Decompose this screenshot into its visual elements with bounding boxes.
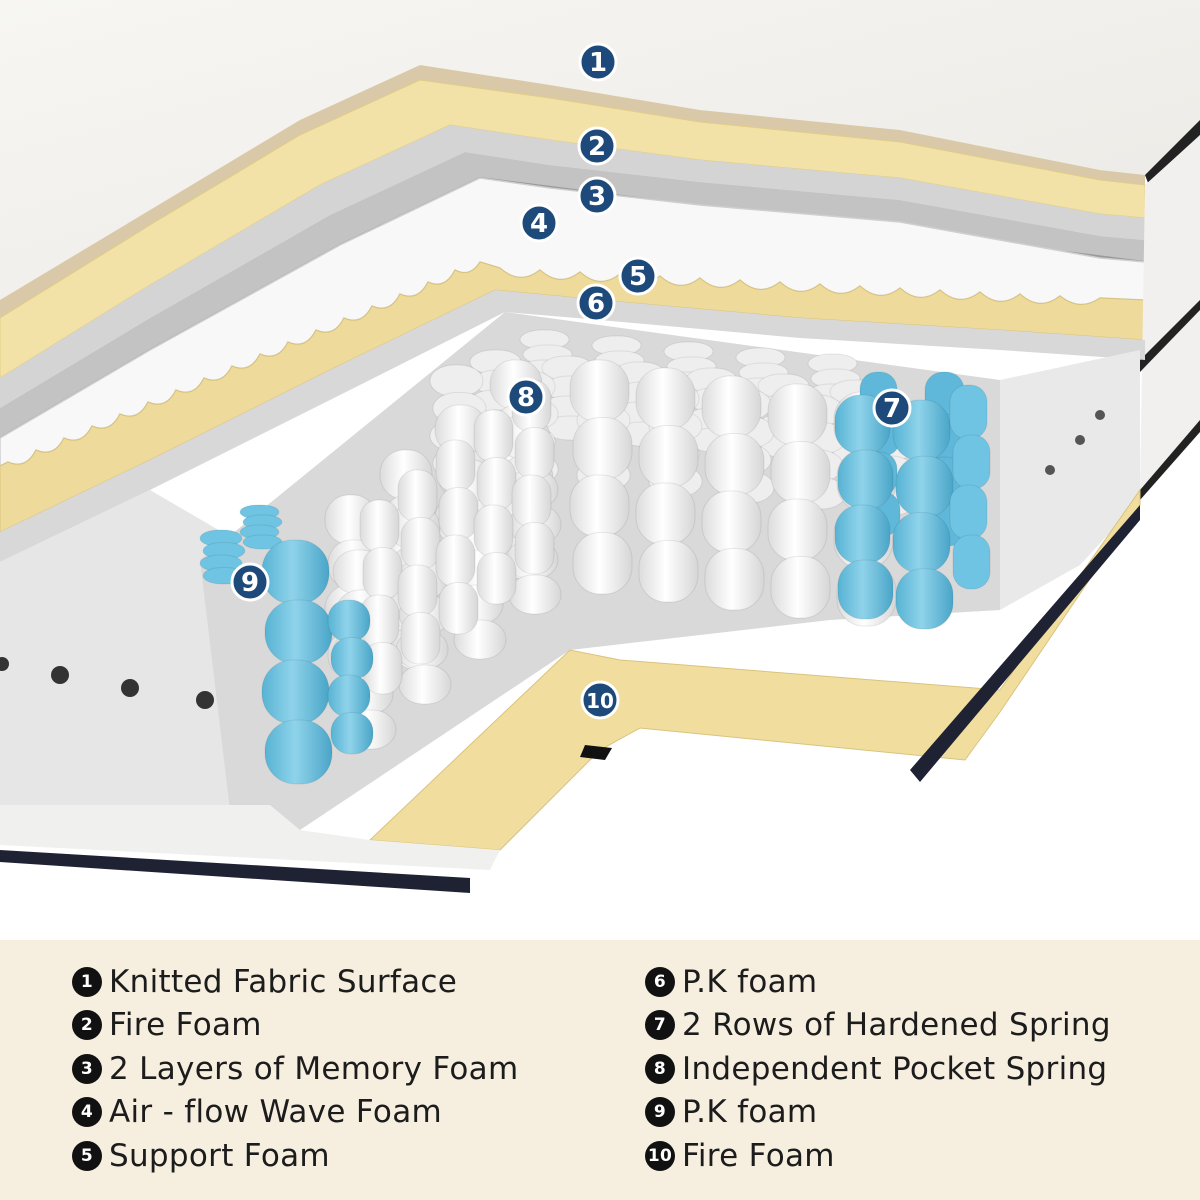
svg-text:5: 5 [629, 262, 647, 292]
callout-7: 7 [872, 388, 912, 428]
svg-text:8: 8 [517, 383, 535, 413]
legend-label: Fire Foam [109, 1007, 262, 1044]
bottom-fire-foam-layer [0, 488, 1141, 893]
vent-hole [121, 679, 139, 697]
vent-hole [51, 666, 69, 684]
vent-hole [0, 657, 9, 671]
hardened-spring [834, 394, 894, 620]
legend-label: P.K foam [682, 1094, 818, 1131]
legend-label: Support Foam [109, 1137, 330, 1174]
pocket-spring [397, 469, 441, 665]
support-foam-layer [0, 261, 1146, 533]
pocket-spring [635, 367, 699, 603]
legend-label: Fire Foam [682, 1137, 835, 1174]
legend-number-badge: 3 [72, 1053, 102, 1084]
hardened-spring [261, 539, 333, 785]
hardened-spring [949, 384, 991, 590]
hardened-springs [199, 371, 991, 785]
mattress-cutaway-diagram: 1 2 3 4 5 6 7 8 9 10 [0, 0, 1200, 893]
callout-9: 9 [230, 562, 270, 602]
callout-3: 3 [577, 176, 617, 216]
legend-label: 2 Rows of Hardened Spring [682, 1007, 1111, 1044]
legend-number-badge: 4 [72, 1097, 102, 1128]
legend-label: Independent Pocket Spring [682, 1050, 1108, 1087]
legend-number-badge: 2 [72, 1010, 102, 1041]
legend-label: Knitted Fabric Surface [109, 963, 458, 1000]
svg-text:10: 10 [586, 689, 614, 713]
legend-number-badge: 8 [645, 1053, 675, 1084]
callout-10: 10 [580, 680, 620, 720]
legend-number-badge: 5 [72, 1140, 102, 1171]
callout-6: 6 [576, 283, 616, 323]
callout-1: 1 [578, 42, 618, 82]
legend-number-badge: 7 [645, 1010, 675, 1041]
knitted-fabric-surface-layer [0, 0, 1200, 318]
svg-text:6: 6 [587, 289, 605, 319]
hardened-spring [892, 399, 954, 630]
callout-8: 8 [506, 377, 546, 417]
svg-text:4: 4 [530, 209, 548, 239]
pocket-spring [569, 359, 633, 595]
legend-label: 2 Layers of Memory Foam [109, 1050, 519, 1087]
vent-hole [196, 691, 214, 709]
mattress-right-side [1140, 135, 1200, 500]
legend-number-badge: 1 [72, 966, 102, 997]
legend-label: P.K foam [682, 963, 818, 1000]
pocket-spring [473, 409, 517, 605]
hardened-spring [327, 599, 374, 755]
callout-2: 2 [577, 126, 617, 166]
svg-text:1: 1 [589, 48, 607, 78]
svg-text:2: 2 [588, 132, 606, 162]
legend-number-badge: 9 [645, 1097, 675, 1128]
pocket-spring [767, 383, 831, 619]
callout-5: 5 [618, 256, 658, 296]
legend-number-badge: 6 [645, 966, 675, 997]
legend-label: Air - flow Wave Foam [109, 1094, 442, 1131]
pocket-spring [701, 375, 765, 611]
legend-number-badge: 10 [645, 1140, 675, 1171]
pocket-spring [435, 439, 479, 635]
hardened-spring [239, 504, 283, 550]
svg-text:3: 3 [588, 182, 606, 212]
callout-4: 4 [519, 203, 559, 243]
svg-text:9: 9 [241, 568, 259, 598]
svg-text:7: 7 [883, 394, 901, 424]
callout-markers: 1 2 3 4 5 6 7 8 9 10 [230, 42, 912, 720]
pocket-spring [359, 499, 403, 695]
